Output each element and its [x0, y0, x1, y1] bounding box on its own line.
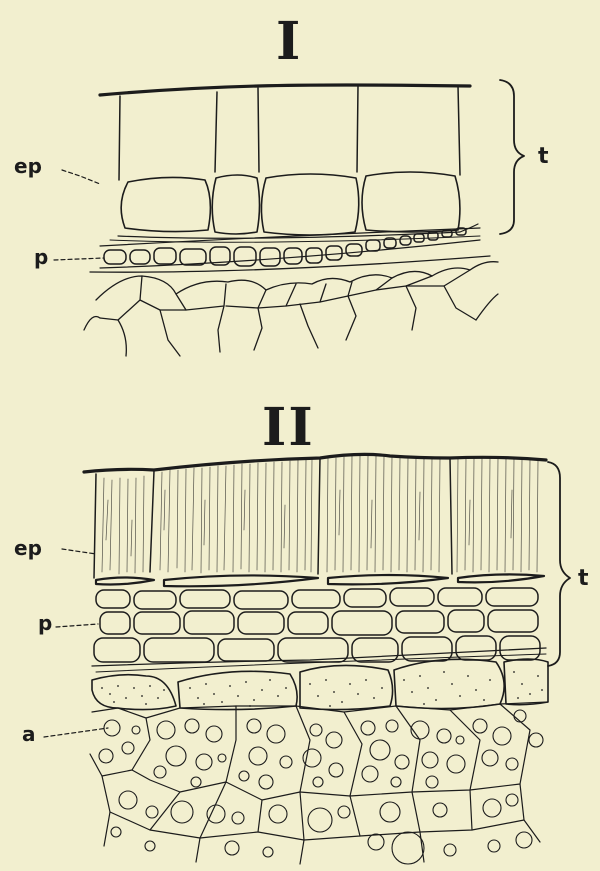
- figure-2-section: [44, 454, 570, 864]
- stipple-dots: [101, 671, 543, 707]
- label-a-2: a: [22, 724, 36, 744]
- label-p-1: p: [34, 247, 48, 267]
- label-t-2: t: [578, 568, 589, 590]
- figure-1-section: [54, 80, 524, 356]
- label-t-1: t: [538, 146, 549, 168]
- label-ep-1: ep: [14, 156, 42, 176]
- label-p-2: p: [38, 613, 52, 633]
- label-ep-2: ep: [14, 538, 42, 558]
